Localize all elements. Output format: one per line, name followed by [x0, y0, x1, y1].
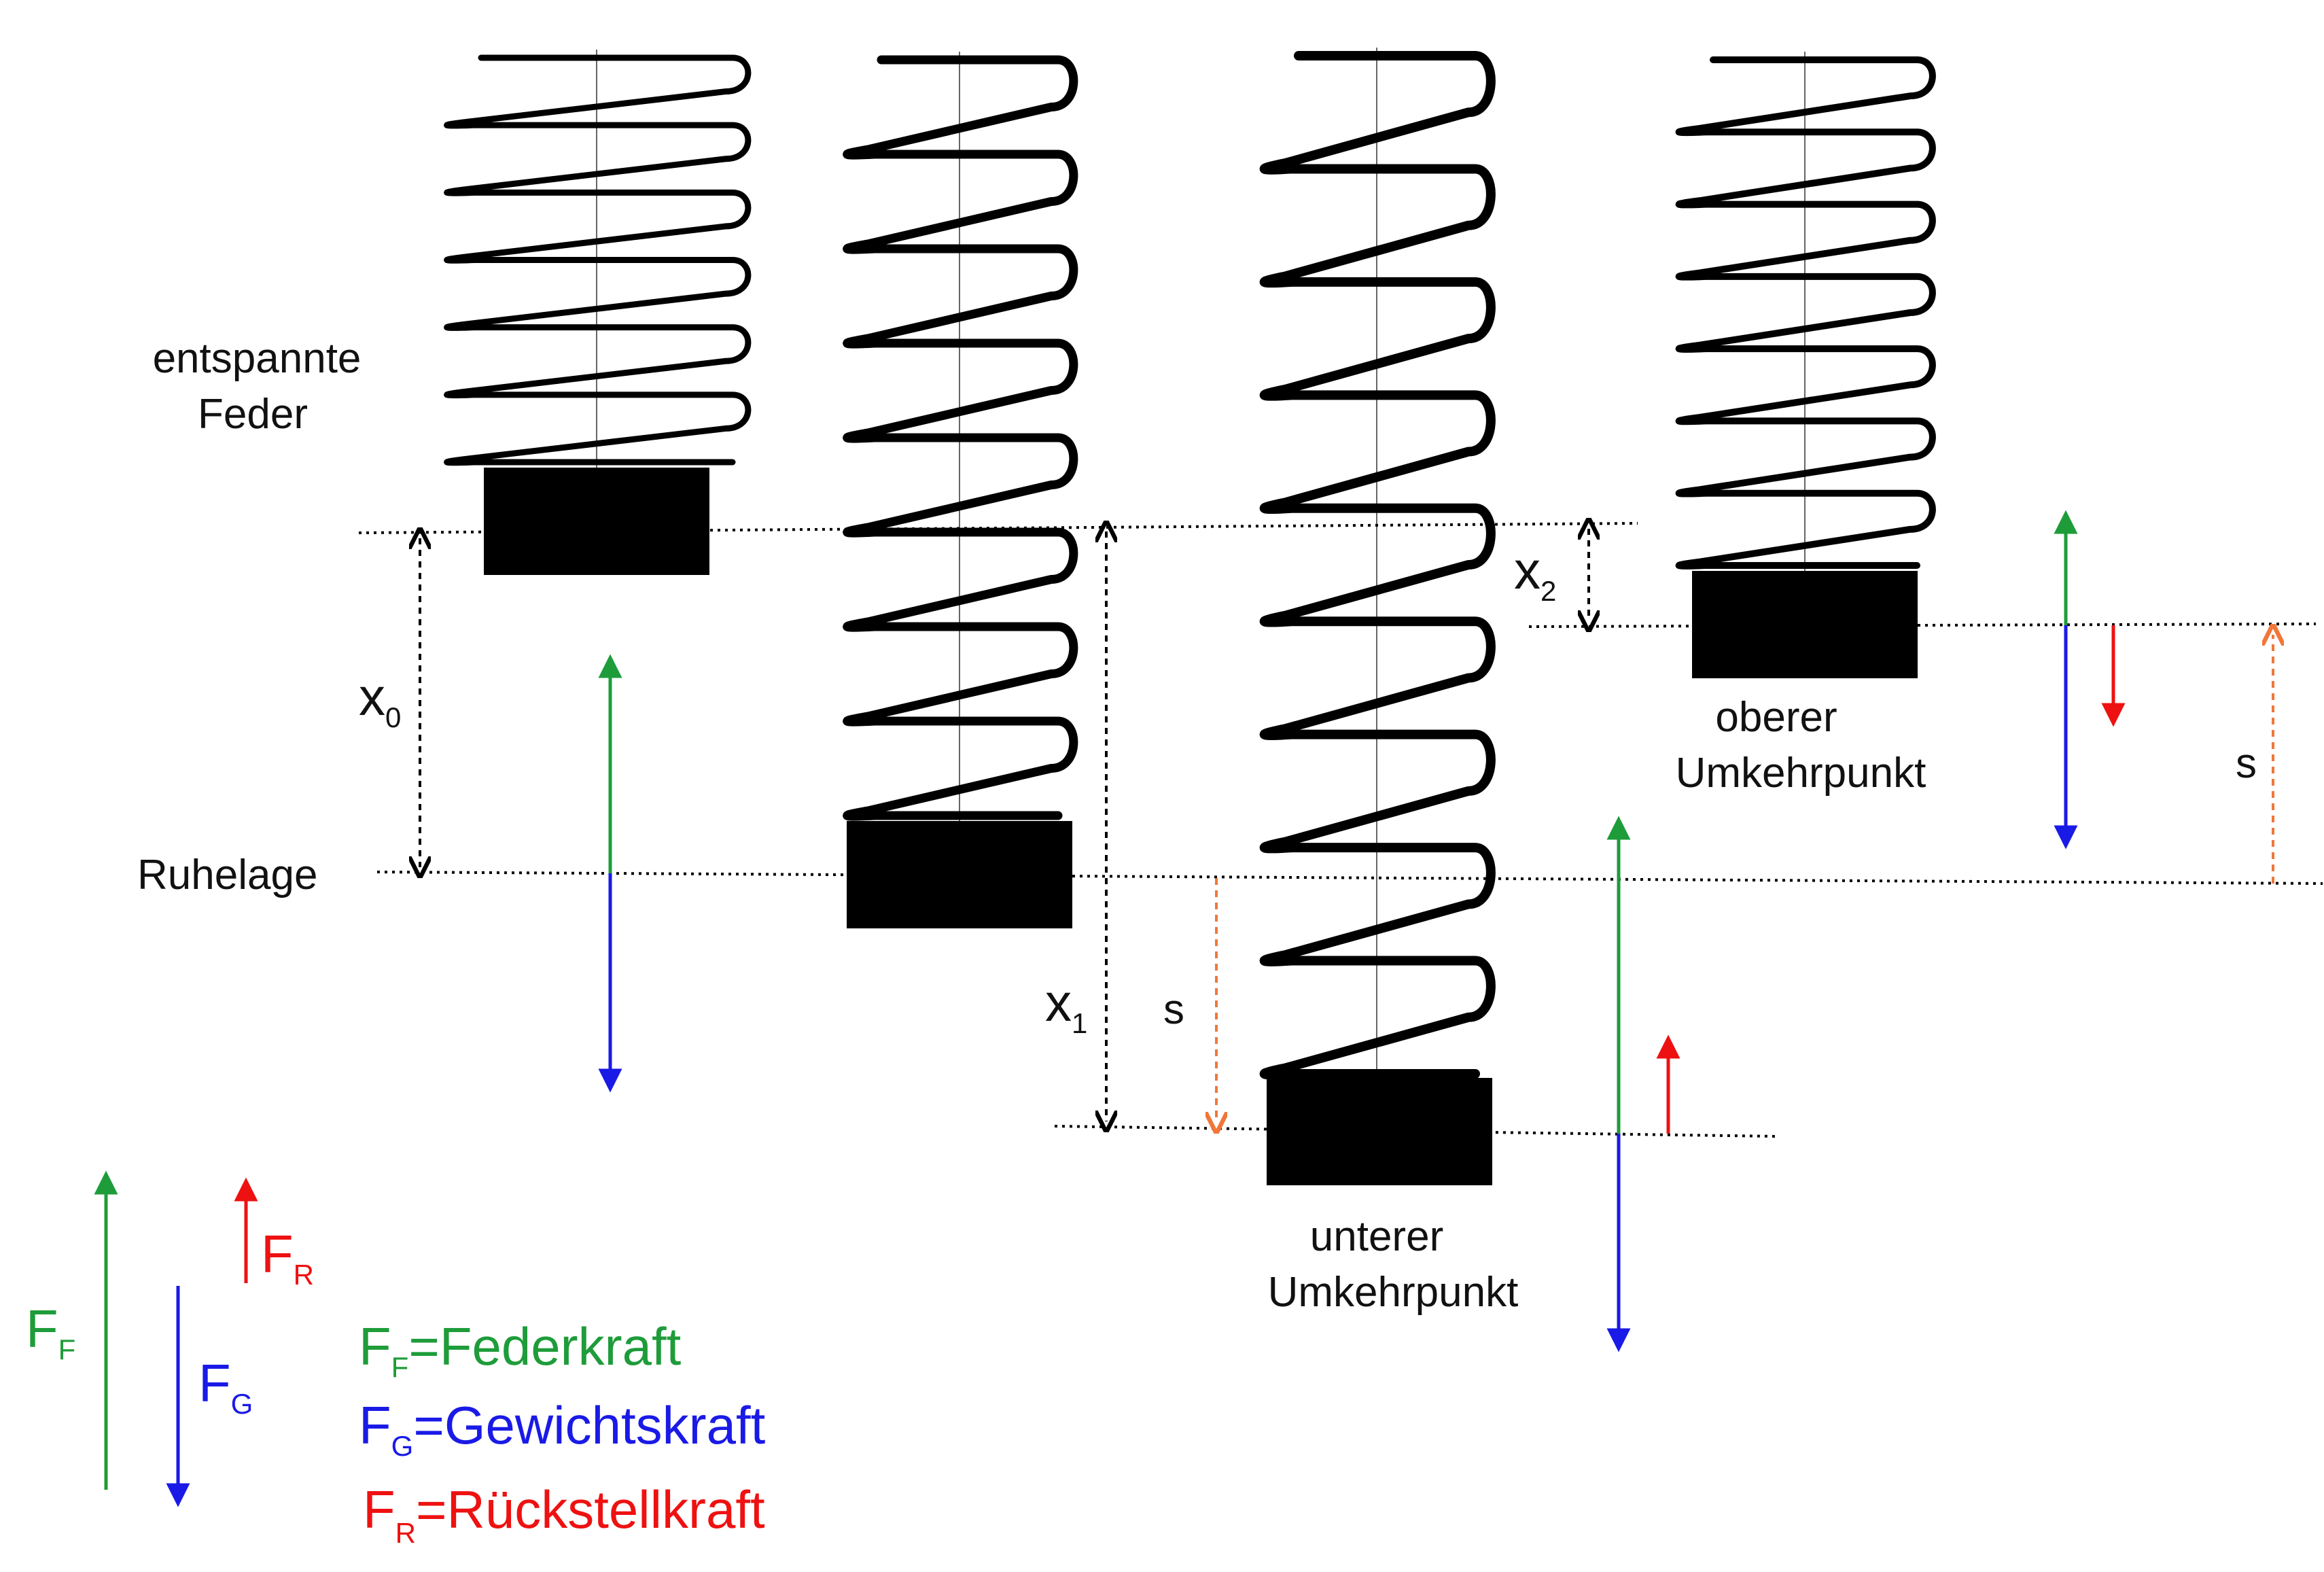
- lower-turning-point-label: unterer: [1310, 1213, 1443, 1260]
- s-label-upper: s: [2236, 740, 2257, 787]
- mass-relaxed: [484, 468, 709, 575]
- lower-turning-point-label-line2: Umkehrpunkt: [1268, 1269, 1519, 1316]
- spring-relaxed: [444, 50, 752, 468]
- legend-restoring-force-symbol: FR: [261, 1224, 314, 1291]
- spring-lower: [1259, 48, 1496, 1080]
- legend-restoring-force: FR=Rückstellkraft: [363, 1480, 765, 1549]
- legend-weight-force: FG=Gewichtskraft: [359, 1395, 766, 1462]
- legend-spring-force: FF=Federkraft: [359, 1316, 682, 1383]
- s-label-lower: s: [1163, 986, 1184, 1033]
- springs-group: [444, 48, 1936, 1080]
- relaxed-spring-label-line2: Feder: [198, 391, 308, 438]
- relaxed-spring-label: entspannte: [153, 335, 362, 382]
- line-rest-position: [376, 871, 2323, 885]
- legend-spring-force-symbol: FF: [26, 1299, 75, 1365]
- mass-rest: [847, 821, 1072, 928]
- mass-lower: [1267, 1078, 1492, 1185]
- upper-turning-point-label-line2: Umkehrpunkt: [1676, 750, 1926, 797]
- mass-upper: [1692, 571, 1918, 678]
- x1-label: x1: [1045, 973, 1087, 1039]
- line-upper-turning-point: [1528, 623, 2317, 628]
- line-lower-turning-point: [1054, 1125, 1778, 1138]
- spring-rest: [843, 52, 1078, 821]
- x2-label: x2: [1514, 540, 1556, 607]
- rest-position-label: Ruhelage: [137, 852, 317, 898]
- spring-upper: [1675, 52, 1936, 571]
- legend-weight-force-symbol: FG: [198, 1353, 253, 1420]
- upper-turning-point-label: oberer: [1715, 694, 1837, 741]
- x0-label: x0: [359, 667, 401, 733]
